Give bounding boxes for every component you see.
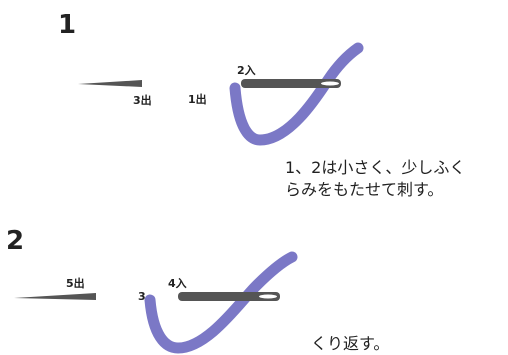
step2-thread <box>144 251 298 354</box>
step1-label-out1: 1出 <box>188 93 207 106</box>
step1-needle-eye <box>321 81 339 86</box>
step2-needle-tip <box>14 293 96 300</box>
step1-instruction-line1: 1、2は小さく、少しふく <box>285 158 466 177</box>
step1-instruction: 1、2は小さく、少しふく らみをもたせて刺す。 <box>285 157 465 200</box>
step1-thread <box>229 42 364 146</box>
step2-label-3: 3 <box>138 290 146 303</box>
step2-needle <box>178 292 280 301</box>
step2-label-in4: 4入 <box>168 277 187 290</box>
step2-instruction: くり返す。 <box>311 334 390 353</box>
step1-needle <box>241 79 341 88</box>
step1-needle-tip <box>78 80 142 87</box>
step2-number: 2 <box>6 226 25 256</box>
step1-instruction-line2: らみをもたせて刺す。 <box>285 179 444 199</box>
step2-label-out5: 5出 <box>66 277 85 290</box>
step1-label-out3: 3出 <box>133 94 152 107</box>
step2-needle-eye <box>259 294 277 299</box>
step1-label-in2: 2入 <box>237 64 256 77</box>
step1-number: 1 <box>58 10 77 40</box>
